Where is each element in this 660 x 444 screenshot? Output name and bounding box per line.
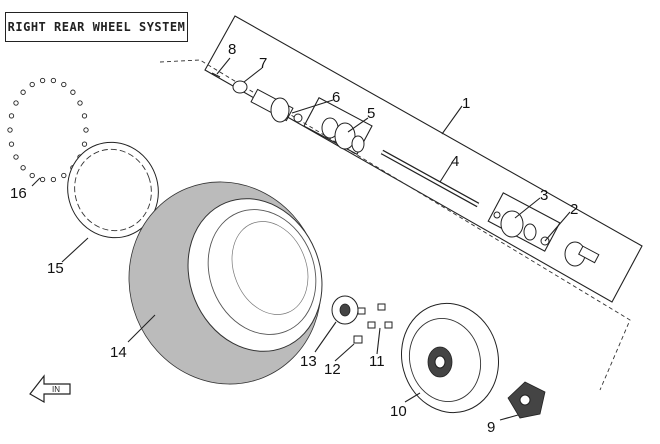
outer-cv-joint (250, 88, 303, 123)
callout-5: 5 (367, 105, 375, 122)
callout-2: 2 (570, 201, 578, 218)
lug-nuts (353, 303, 393, 344)
wheel-bolt (13, 154, 19, 160)
wheel-bolt-ring (7, 77, 89, 183)
wheel-bolt (29, 172, 35, 179)
callout-7: 7 (259, 55, 267, 72)
wheel-bolt (77, 100, 83, 106)
tire (128, 181, 323, 385)
callout-9: 9 (487, 419, 495, 436)
callout-1: 1 (462, 95, 470, 112)
axle-nut (232, 80, 248, 94)
callout-12: 12 (324, 361, 341, 378)
assembly-box-upper (204, 15, 643, 303)
wheel-bolt (61, 81, 67, 88)
cv-boot-inner (487, 192, 561, 252)
wheel-bolt (29, 81, 35, 88)
callout-6: 6 (332, 89, 340, 106)
hub-bearing (331, 295, 359, 325)
wheel-bolt (39, 176, 46, 183)
wheel-bolt (83, 127, 89, 133)
wheel-bolt (61, 172, 67, 179)
callout-14: 14 (110, 344, 127, 361)
callout-8: 8 (228, 41, 236, 58)
wheel-bolt (39, 77, 46, 84)
wheel-bolt (8, 113, 15, 119)
wheel-hub (507, 381, 546, 419)
cotter-pin (211, 72, 221, 78)
leader-lines (31, 57, 571, 421)
direction-arrow: IN (29, 374, 71, 404)
wheel-bolt (20, 165, 26, 171)
diagram-title: RIGHT REAR WHEEL SYSTEM (5, 12, 188, 42)
wheel-bolt (50, 77, 57, 84)
callout-11: 11 (369, 353, 385, 370)
callout-13: 13 (300, 353, 317, 370)
callouts: 1 2 3 4 5 6 7 8 9 10 11 12 13 14 15 16 (10, 41, 578, 436)
wheel-bolt (70, 89, 76, 95)
callout-10: 10 (390, 403, 407, 420)
callout-16: 16 (10, 185, 27, 202)
wheel-bolt (7, 127, 13, 133)
wheel-bolt (81, 141, 88, 147)
drive-shaft (380, 149, 480, 208)
wheel-bolt (8, 141, 15, 147)
direction-arrow-label: IN (52, 385, 60, 394)
wheel-bolt (20, 89, 26, 95)
beadlock-ring (67, 141, 159, 239)
wheel-rim (400, 302, 500, 414)
wheel-bolt (50, 176, 57, 183)
wheel-bolt (13, 100, 19, 106)
callout-3: 3 (540, 187, 548, 204)
wheel-bolt (81, 113, 88, 119)
callout-4: 4 (451, 153, 459, 170)
cv-boot-outer (303, 97, 373, 155)
callout-15: 15 (47, 260, 64, 277)
